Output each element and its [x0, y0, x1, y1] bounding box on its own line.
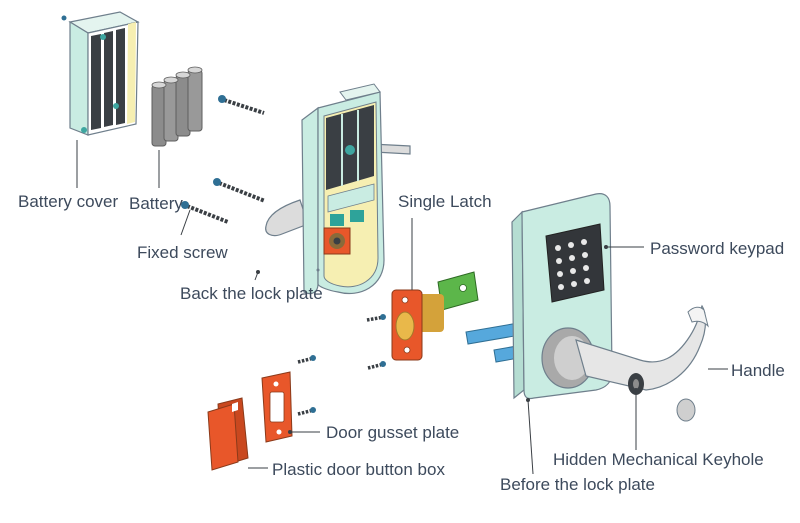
label-single-latch: Single Latch	[398, 192, 492, 211]
fixed-screws	[181, 95, 266, 224]
plastic-door-button-box	[207, 397, 249, 471]
single-latch	[366, 271, 479, 370]
label-before-lock-plate: Before the lock plate	[500, 475, 655, 494]
door-gusset-plate	[261, 355, 316, 443]
label-fixed-screw: Fixed screw	[137, 243, 228, 262]
label-handle: Handle	[731, 361, 785, 380]
label-battery-cover: Battery cover	[18, 192, 119, 211]
label-password-keypad: Password keypad	[650, 239, 785, 258]
label-plastic-door-button-box: Plastic door button box	[272, 460, 445, 479]
front-lock-body	[511, 193, 709, 422]
leader-lines	[76, 140, 728, 475]
label-battery: Battery	[129, 194, 183, 213]
battery-cover	[61, 11, 140, 136]
label-hidden-keyhole: Hidden Mechanical Keyhole	[553, 450, 764, 469]
label-back-lock-plate: Back the lock plate	[180, 284, 323, 303]
label-door-gusset-plate: Door gusset plate	[326, 423, 460, 442]
batteries	[151, 66, 203, 147]
back-lock-plate	[265, 83, 411, 295]
